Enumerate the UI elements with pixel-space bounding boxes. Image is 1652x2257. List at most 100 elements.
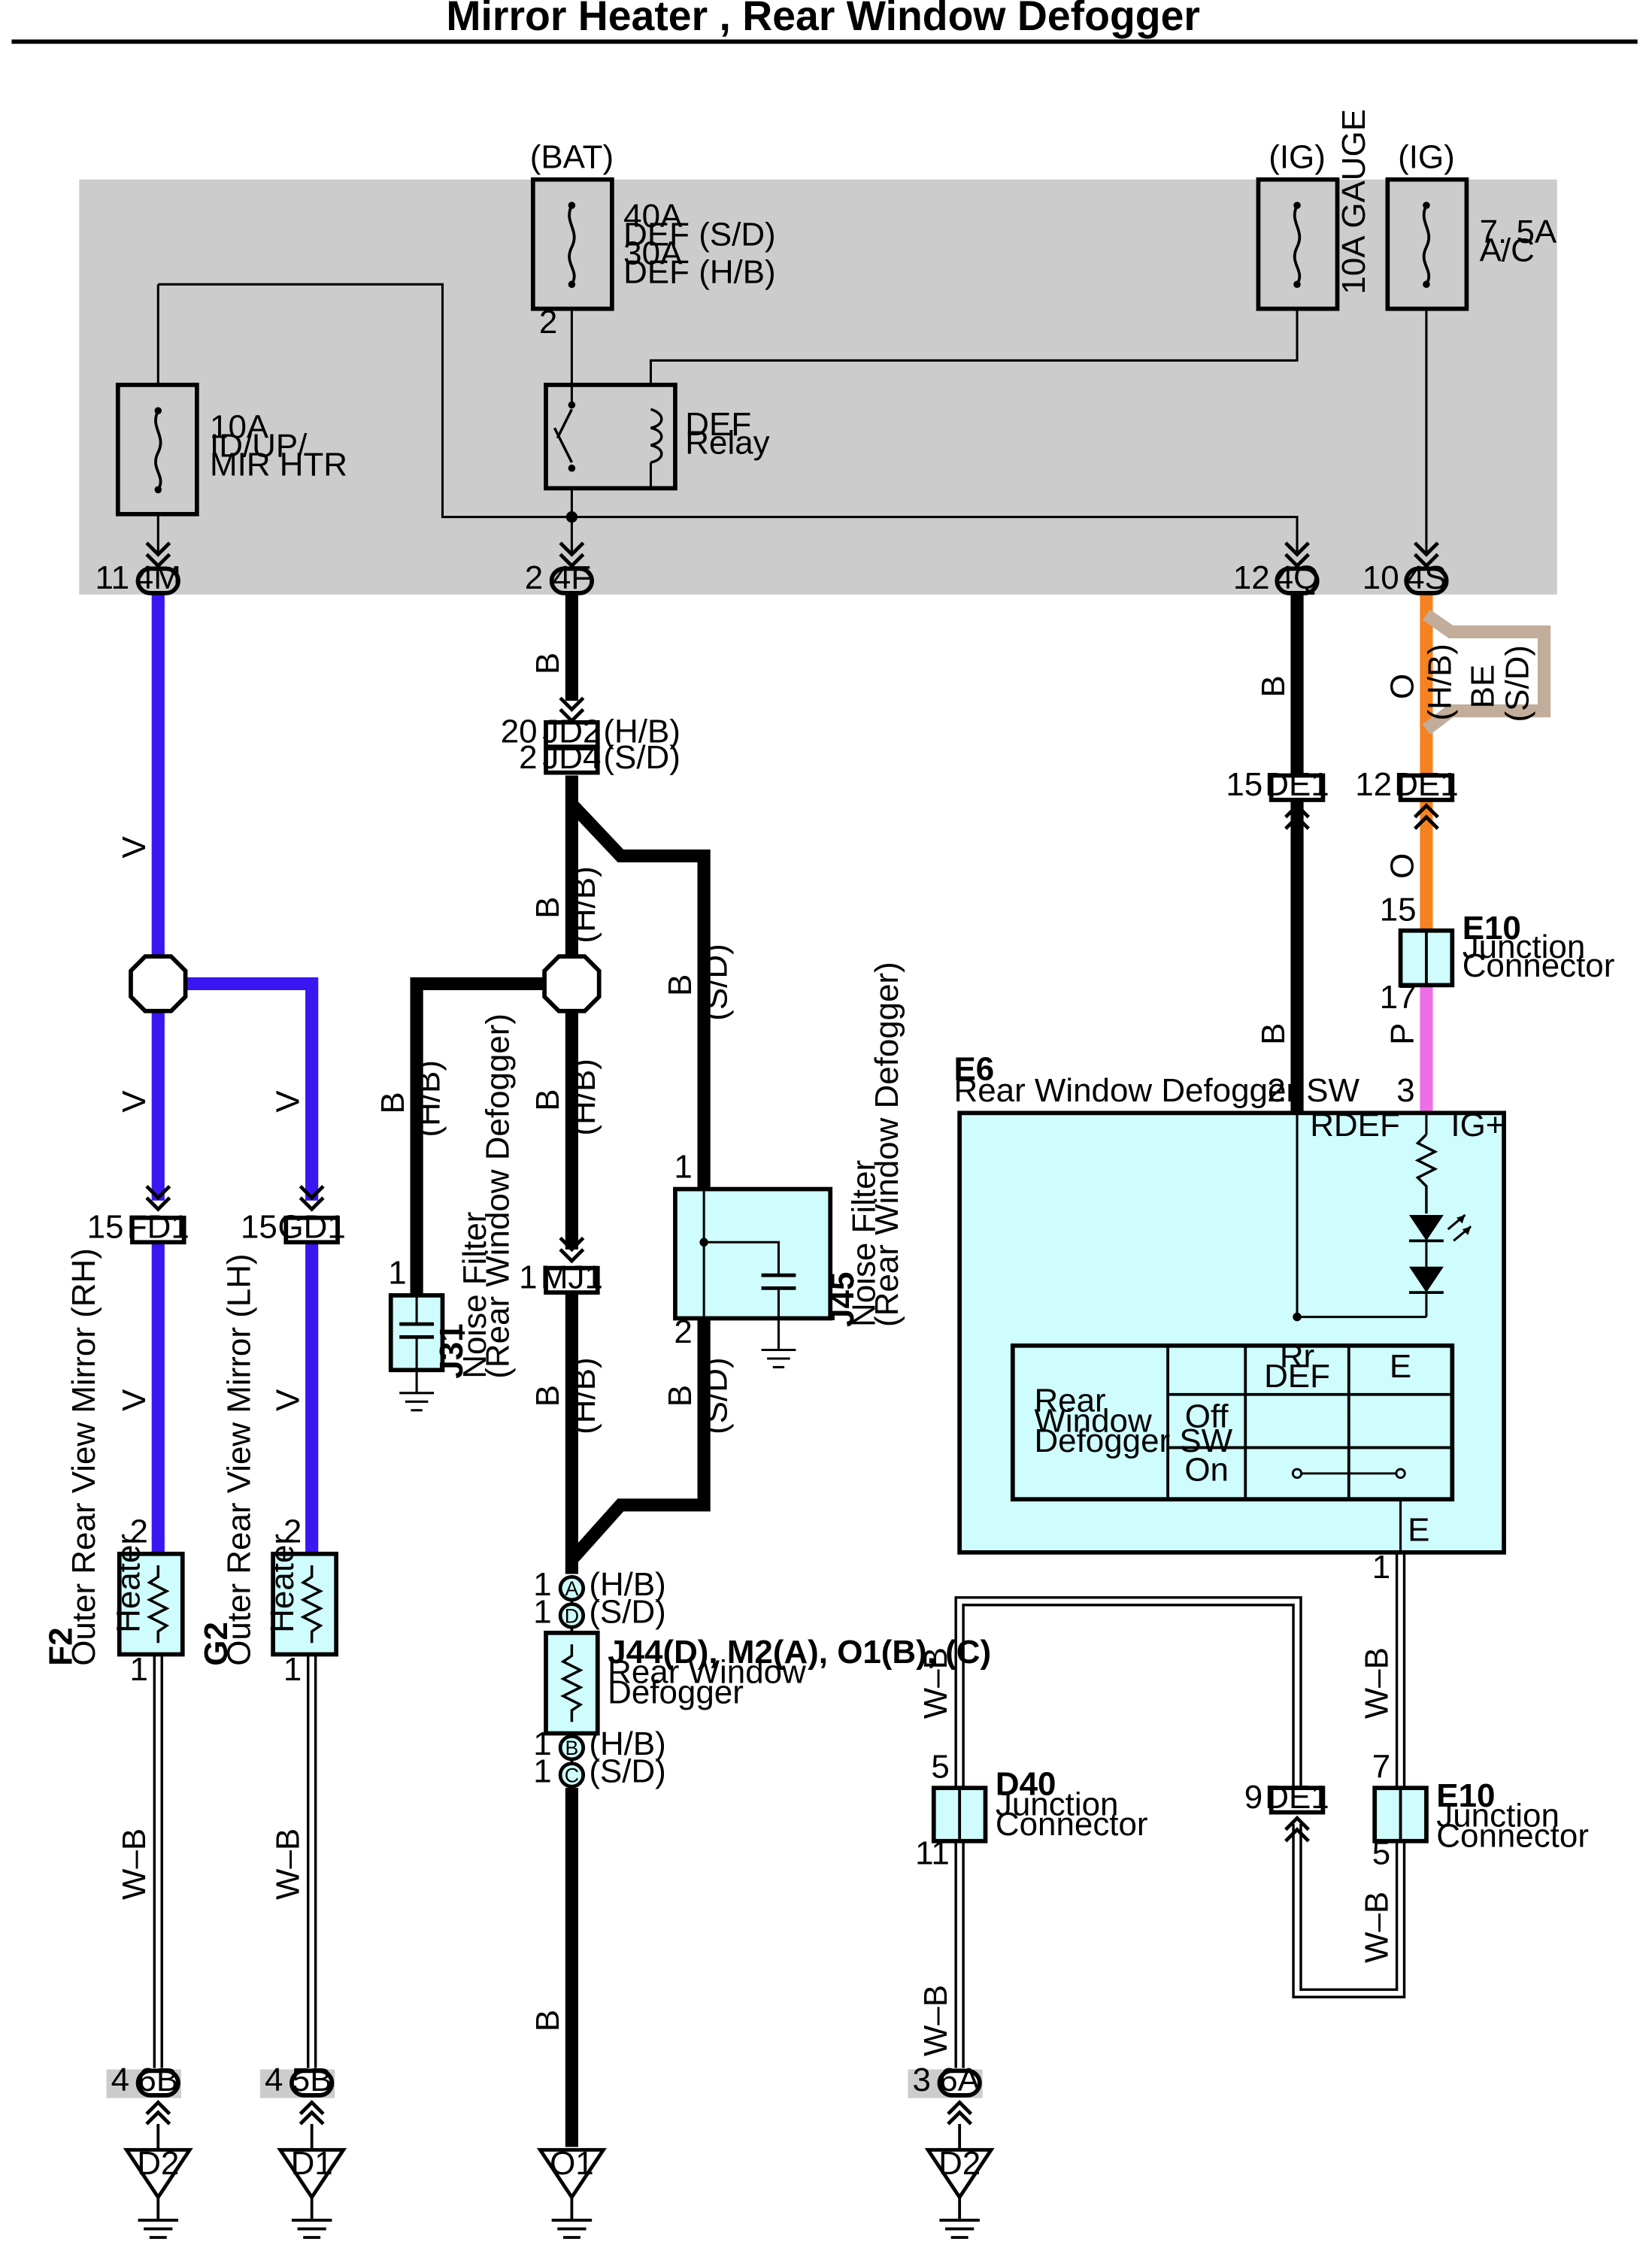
defog-id: J44(D), M2(A), O1(B), (C): [608, 1634, 991, 1671]
wire-label-v-4: V: [116, 1389, 153, 1411]
conn-4m-label: 4M: [135, 559, 181, 596]
defog-a: A: [565, 1577, 578, 1600]
jb-connectors: 11 4M 2 4F 12 4Q 10 4S: [95, 541, 1449, 596]
jd2-label: JD2: [542, 713, 601, 750]
tan-wire: [1422, 609, 1551, 735]
wb-wires: [153, 1502, 1406, 2068]
f2-name: Outer Rear View Mirror (RH): [65, 1248, 102, 1666]
sw-col-e: E: [1390, 1348, 1411, 1385]
e6-e-pin-label: E: [1408, 1512, 1429, 1549]
fuse-def-label-2: DEF (S/D): [623, 217, 776, 253]
connector-gd1: [283, 1185, 340, 1245]
conn-4q-pin: 12: [1233, 559, 1270, 596]
fuse-mir-label-1: 10A: [210, 409, 269, 446]
wire-label-v-1: V: [116, 836, 153, 859]
g2-id: G2: [198, 1622, 235, 1666]
e10-bot-pin-5: 5: [1372, 1834, 1390, 1871]
wire-label-p: P: [1384, 1023, 1421, 1045]
connector-jd2-jd4: [544, 696, 600, 775]
connector-de1-c: [1269, 1786, 1326, 1843]
jd2-pin: 20: [501, 713, 538, 750]
sw-table-label-2: Window: [1034, 1402, 1151, 1439]
fuse-mir-label-3: MIR HTR: [210, 446, 347, 483]
conn-4s-pin: 10: [1363, 559, 1399, 596]
splice-black: [542, 954, 602, 1013]
mj1-label: MJ1: [541, 1259, 603, 1295]
defog-pin-a: 1: [533, 1566, 551, 1603]
d40-pin-11: 11: [915, 1834, 950, 1871]
f2-pin-2: 2: [129, 1513, 147, 1550]
g6a-ground: D2: [938, 2145, 981, 2182]
fuse-def-label-1: 40A: [623, 198, 683, 235]
wire-label-o-1: O: [1384, 674, 1421, 699]
defog-b-note: (H/B): [589, 1725, 665, 1762]
d40-line1: Junction: [996, 1786, 1119, 1822]
jd2-note: (H/B): [603, 713, 680, 750]
bat-supply-label: (BAT): [530, 138, 614, 175]
j45-id: J45: [824, 1272, 861, 1327]
fuse-def-label-3: 30A: [623, 235, 683, 271]
wire-label-be: BE: [1465, 665, 1502, 709]
connector-de1-a: [1269, 773, 1326, 830]
conn-4q-label: 4Q: [1275, 559, 1320, 596]
fd1-pin: 15: [87, 1209, 124, 1246]
wire-label-o-2: O: [1384, 853, 1421, 879]
fuse-mir-label-2: ID/UP/: [210, 427, 308, 464]
g2-heater-label: Heater: [264, 1534, 301, 1633]
jd4-label: JD4: [542, 739, 601, 776]
e10-bot-id: E10: [1436, 1777, 1495, 1814]
connector-4q: [1275, 541, 1320, 595]
wire-label-hb-1: (H/B): [565, 866, 602, 943]
wire-label-b-2: B: [529, 897, 566, 919]
wire-label-b-1: B: [529, 653, 566, 674]
fuse-gauge-label: 10A GAUGE: [1335, 109, 1372, 295]
relay-label-2: Relay: [685, 425, 769, 462]
sw-row-off: Off: [1185, 1398, 1229, 1435]
e6-pin-3: 3: [1396, 1072, 1414, 1109]
wire-label-wb-3: W–B: [917, 1647, 954, 1719]
wire-label-b-7: B: [662, 1385, 699, 1407]
wire-label-wb-4: W–B: [1358, 1647, 1395, 1719]
jd4-note: (S/D): [603, 739, 680, 776]
g2-name: Outer Rear View Mirror (LH): [221, 1253, 258, 1665]
de1-c-label: DE1: [1265, 1779, 1329, 1816]
sw-table-label-3: Defogger SW: [1034, 1422, 1232, 1459]
g2-heater: [271, 1551, 339, 1657]
connector-4s: [1404, 541, 1449, 595]
e6-rdef: RDEF: [1310, 1107, 1400, 1144]
conn-4s-label: 4S: [1406, 559, 1447, 596]
e6-pin-1: 1: [1372, 1549, 1390, 1586]
wire-label-hb-5: (H/B): [1421, 644, 1458, 720]
de1-a-label: DE1: [1265, 766, 1329, 803]
e6-ig: IG+: [1450, 1107, 1505, 1144]
wire-label-v-5: V: [269, 1389, 306, 1411]
f2-id: F2: [43, 1627, 80, 1665]
ground-connectors: [106, 2068, 995, 2239]
g5b-ground: D1: [291, 2145, 333, 2182]
sw-col-def: DEF: [1264, 1358, 1330, 1395]
splice-violet: [129, 954, 188, 1013]
de1-a-pin: 15: [1226, 766, 1262, 803]
switch-table: [1010, 1343, 1455, 1502]
wire-label-b-10: B: [1255, 1023, 1292, 1045]
e10-top-pin-out: 17: [1380, 979, 1417, 1016]
g6a-pin: 3: [913, 2062, 931, 2098]
fd1-label: FD1: [127, 1209, 189, 1246]
defog-line1: Rear Window: [608, 1654, 806, 1691]
sw-row-on: On: [1184, 1451, 1229, 1488]
de1-c-pin: 9: [1244, 1779, 1262, 1816]
e10-top-connector: [1398, 928, 1455, 988]
wire-label-b-8: B: [529, 2010, 566, 2031]
conn-4f-pin: 2: [525, 559, 543, 596]
violet-wires: [151, 591, 319, 1554]
f2-heater: [117, 1551, 185, 1657]
e10-top-line2: Connector: [1463, 947, 1615, 984]
wire-label-sd-1: (S/D): [698, 944, 735, 1020]
page-title: Mirror Heater , Rear Window Defogger: [446, 0, 1200, 39]
go1-ground: O1: [550, 2145, 594, 2182]
jd4-pin: 2: [519, 739, 537, 776]
def-relay: [544, 383, 677, 491]
j45-noise-filter: [673, 1186, 833, 1368]
gd1-pin: 15: [241, 1209, 277, 1246]
